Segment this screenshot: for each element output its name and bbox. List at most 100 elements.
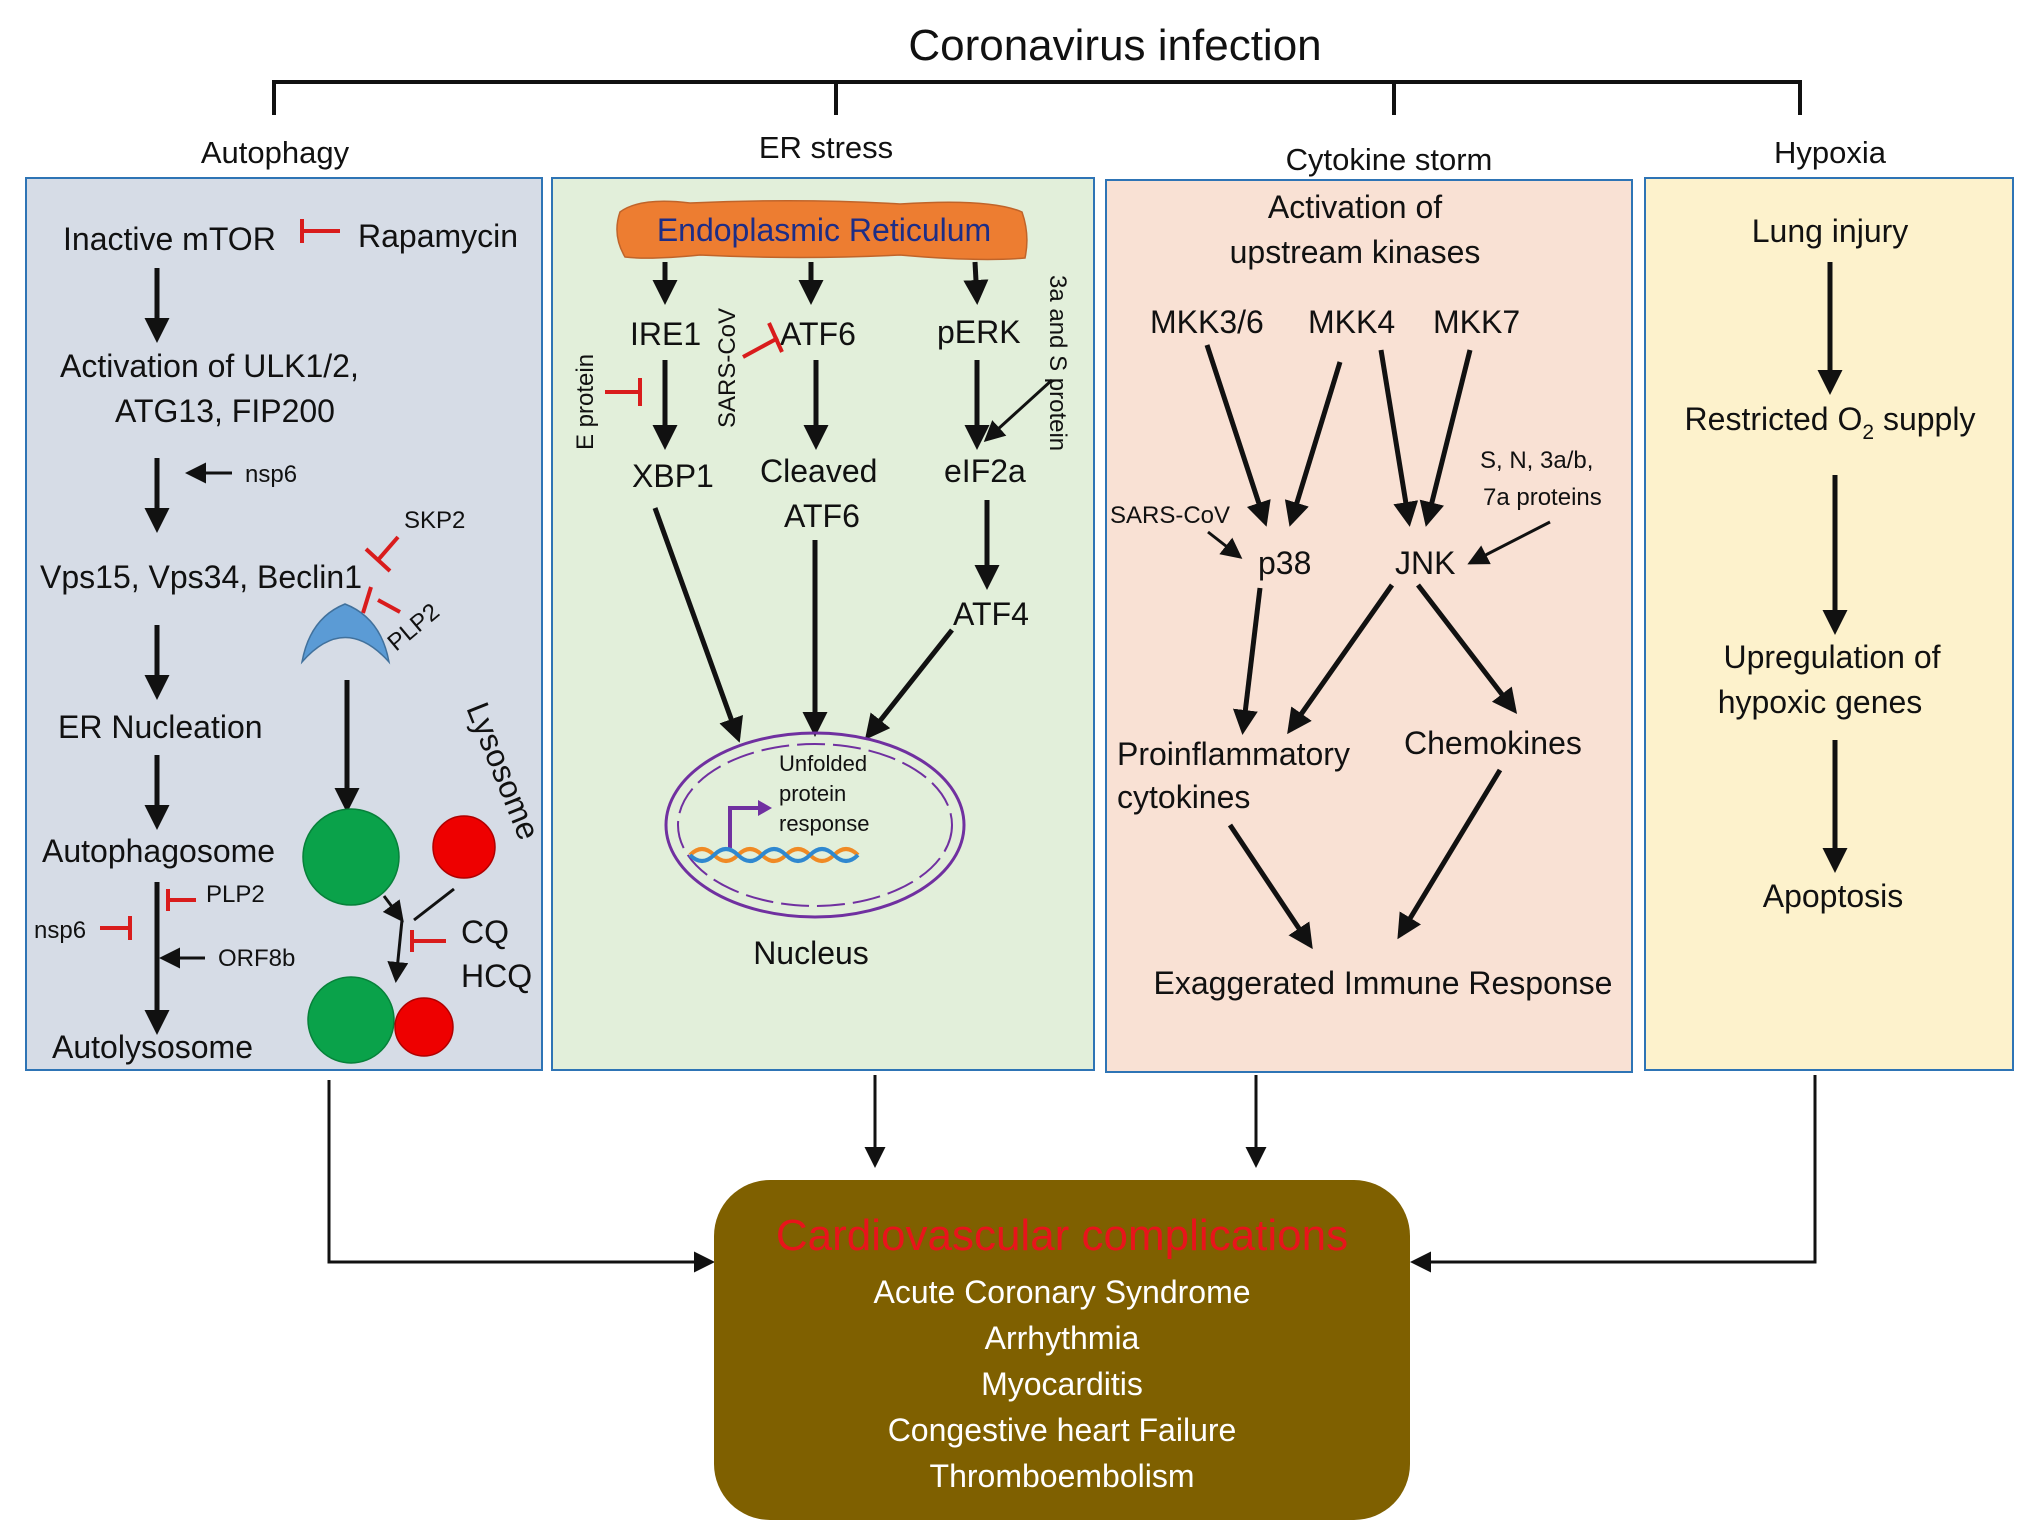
node-rapamycin: Rapamycin bbox=[358, 218, 518, 254]
arrow-jnk-to-proinflammatory bbox=[1287, 583, 1395, 735]
node-mkk7: MKK7 bbox=[1433, 304, 1520, 340]
node-er-nucleation: ER Nucleation bbox=[58, 709, 263, 745]
autolysosome-small-vesicle bbox=[394, 997, 454, 1057]
label-sars-cov-er: SARS-CoV bbox=[714, 308, 741, 428]
autophagy-panel bbox=[25, 177, 543, 1071]
arrow-mkk4-to-p38 bbox=[1284, 361, 1343, 527]
arrow-xbp1-to-nucleus bbox=[652, 507, 743, 743]
arrow-proinflammatory-to-immune bbox=[1227, 823, 1313, 950]
arrow-p38-to-proinflammatory bbox=[1232, 587, 1263, 735]
section-hypoxia-title: Hypoxia bbox=[1774, 135, 1887, 170]
node-lung-injury: Lung injury bbox=[1752, 213, 1909, 249]
arrow-3a-s-to-eif2a bbox=[983, 378, 1054, 443]
node-jnk: JNK bbox=[1395, 545, 1455, 581]
cytokine-storm-panel bbox=[1105, 179, 1633, 1073]
label-sars-cov-cytokine: SARS-CoV bbox=[1110, 502, 1230, 529]
section-er-stress-title: ER stress bbox=[759, 130, 893, 165]
arrow-sars-cov-to-p38 bbox=[1207, 530, 1243, 559]
arrow-mkk4-to-jnk bbox=[1378, 349, 1419, 527]
node-atf4: ATF4 bbox=[953, 596, 1029, 632]
dna-helix-icon bbox=[688, 847, 860, 863]
label-orf8b: ORF8b bbox=[218, 945, 295, 972]
arrow-autophagosome-merge bbox=[382, 895, 404, 923]
node-ire1: IRE1 bbox=[630, 316, 701, 352]
diagram-title: Coronavirus infection bbox=[908, 21, 1321, 70]
restricted-o2-post: supply bbox=[1874, 401, 1975, 437]
label-proteins-line2: 7a proteins bbox=[1483, 484, 1602, 511]
nucleus-envelope-outer bbox=[664, 731, 966, 919]
label-upr-line3: response bbox=[779, 811, 870, 836]
node-activation-ulk-line1: Activation of ULK1/2, bbox=[60, 348, 359, 384]
cardiovascular-item: Congestive heart Failure bbox=[888, 1412, 1237, 1448]
node-inactive-mtor: Inactive mTOR bbox=[63, 221, 276, 257]
label-hcq: HCQ bbox=[461, 958, 532, 994]
node-exaggerated-immune-response: Exaggerated Immune Response bbox=[1154, 965, 1613, 1001]
phagophore-shape bbox=[300, 603, 391, 665]
node-cleaved-atf6: ATF6 bbox=[784, 498, 860, 534]
node-atf6: ATF6 bbox=[780, 316, 856, 352]
e-protein-inhibition bbox=[605, 378, 642, 406]
label-cq: CQ bbox=[461, 914, 509, 950]
cq-hcq-inhibition bbox=[410, 930, 446, 952]
arrow-lysosome-merge bbox=[413, 887, 455, 922]
label-plp2-bottom: PLP2 bbox=[206, 881, 265, 908]
label-e-protein: E protein bbox=[572, 354, 599, 450]
arrow-proteins-to-jnk bbox=[1467, 520, 1551, 565]
sars-cov-atf6-inhibition bbox=[742, 322, 784, 359]
cardiovascular-title: Cardiovascular complications bbox=[776, 1211, 1348, 1260]
node-xbp1: XBP1 bbox=[632, 458, 714, 494]
node-p38: p38 bbox=[1258, 545, 1311, 581]
cytokine-header-line1: Activation of bbox=[1268, 189, 1442, 225]
label-upr-line2: protein bbox=[779, 781, 846, 806]
cardiovascular-item: Thromboembolism bbox=[930, 1458, 1195, 1494]
top-bracket bbox=[272, 80, 1802, 115]
label-nsp6-bottom: nsp6 bbox=[34, 917, 86, 944]
node-eif2a: eIF2a bbox=[944, 453, 1026, 489]
skp2-inhibition bbox=[364, 535, 400, 573]
node-vps-beclin: Vps15, Vps34, Beclin1 bbox=[40, 559, 362, 595]
cardiovascular-box bbox=[714, 1180, 1410, 1520]
node-upregulation-line2: hypoxic genes bbox=[1718, 684, 1923, 720]
node-apoptosis: Apoptosis bbox=[1763, 878, 1904, 914]
node-mkk36: MKK3/6 bbox=[1150, 304, 1264, 340]
node-chemokines: Chemokines bbox=[1404, 725, 1582, 761]
endoplasmic-reticulum-shape bbox=[616, 199, 1028, 261]
restricted-o2-sub: 2 bbox=[1862, 421, 1874, 444]
label-skp2: SKP2 bbox=[404, 507, 465, 534]
arrow-atf4-to-nucleus bbox=[864, 628, 954, 740]
autophagosome-vesicle bbox=[302, 808, 400, 906]
arrow-fusion bbox=[387, 919, 409, 983]
cytokine-header-line2: upstream kinases bbox=[1230, 234, 1481, 270]
plp2-bottom-inhibition bbox=[166, 889, 196, 911]
arrow-mkk7-to-jnk bbox=[1419, 349, 1473, 527]
connector-hypoxia-to-cardio bbox=[1410, 1075, 1817, 1273]
nucleus-envelope-inner bbox=[677, 743, 953, 907]
cardiovascular-item: Myocarditis bbox=[981, 1366, 1143, 1402]
node-perk: pERK bbox=[937, 314, 1021, 350]
transcription-arrowhead bbox=[758, 800, 772, 816]
node-proinflammatory: Proinflammatory bbox=[1117, 736, 1350, 772]
label-3a-s-protein: 3a and S protein bbox=[1044, 275, 1071, 451]
restricted-o2-pre: Restricted O bbox=[1685, 401, 1863, 437]
arrow-mkk36-to-p38 bbox=[1204, 344, 1271, 527]
cardiovascular-item: Arrhythmia bbox=[985, 1320, 1140, 1356]
node-restricted-o2: Restricted O2 supply bbox=[1685, 401, 1976, 444]
er-stress-panel bbox=[551, 177, 1095, 1071]
nsp6-bottom-inhibition bbox=[100, 916, 132, 940]
node-endoplasmic-reticulum: Endoplasmic Reticulum bbox=[657, 212, 991, 248]
cardiovascular-item: Acute Coronary Syndrome bbox=[873, 1274, 1250, 1310]
node-activation-ulk-line2: ATG13, FIP200 bbox=[115, 393, 335, 429]
node-cleaved: Cleaved bbox=[760, 453, 877, 489]
arrow-chemokines-to-immune bbox=[1397, 768, 1503, 940]
section-autophagy-title: Autophagy bbox=[201, 135, 350, 170]
label-nsp6-top: nsp6 bbox=[245, 461, 297, 488]
lysosome-vesicle bbox=[432, 815, 496, 879]
node-cytokines: cytokines bbox=[1117, 779, 1250, 815]
node-upregulation-line1: Upregulation of bbox=[1723, 639, 1940, 675]
label-proteins-line1: S, N, 3a/b, bbox=[1480, 447, 1593, 474]
connector-autophagy-to-cardio bbox=[327, 1080, 715, 1273]
node-autophagosome: Autophagosome bbox=[42, 833, 275, 869]
node-nucleus: Nucleus bbox=[753, 935, 869, 971]
arrow-jnk-to-chemokines bbox=[1416, 583, 1518, 714]
